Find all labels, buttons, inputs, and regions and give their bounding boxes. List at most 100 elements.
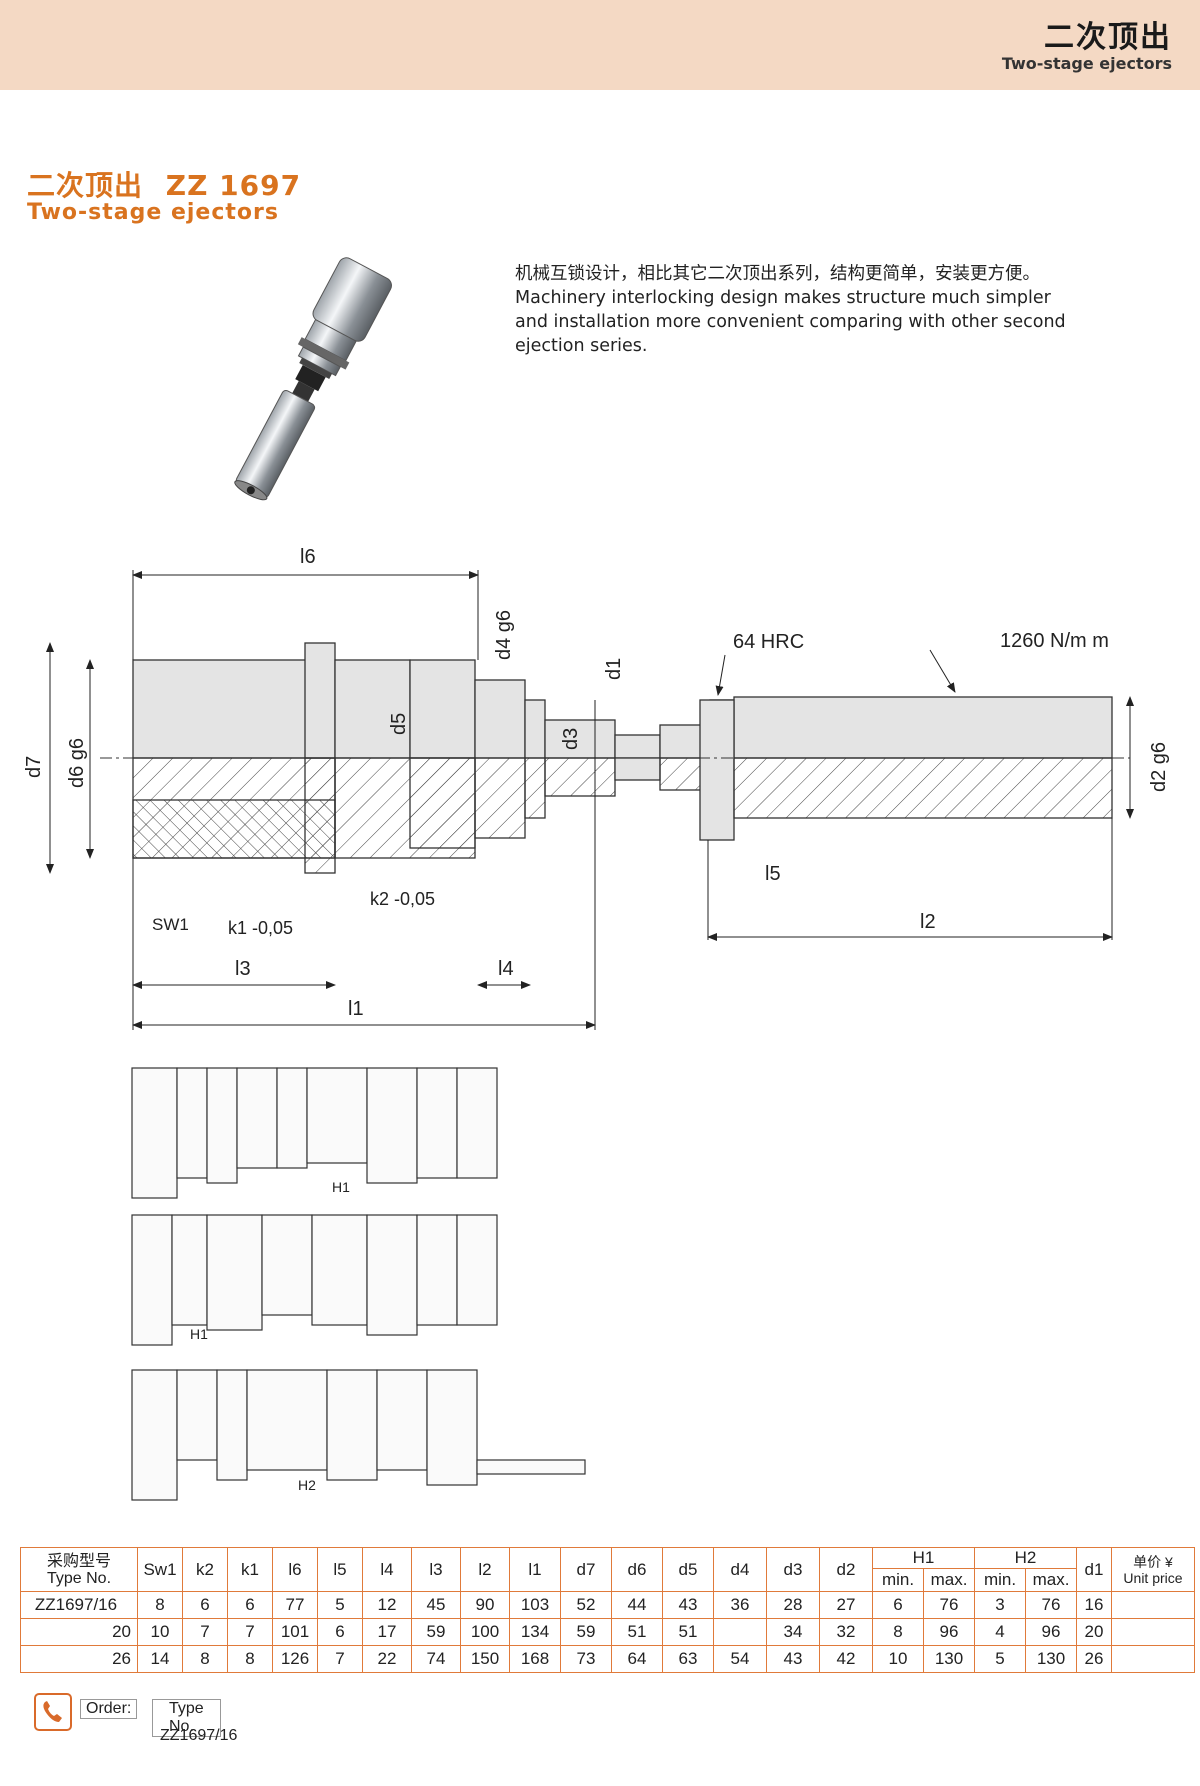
stage-sketches: H1 H1 H2: [131, 1067, 586, 1501]
table-cell: 7: [317, 1645, 363, 1673]
label-hrc: 64 HRC: [733, 631, 804, 653]
description-en-line: Machinery interlocking design makes stru…: [515, 288, 1051, 308]
table-cell: 51: [662, 1618, 714, 1646]
table-cell: 42: [819, 1645, 873, 1673]
dim-k2: k2 -0,05: [370, 889, 435, 909]
table-cell: 32: [819, 1618, 873, 1646]
table-cell: 76: [923, 1591, 975, 1619]
label-force: 1260 N/m m: [1000, 630, 1109, 652]
header-band: 二次顶出 Two-stage ejectors: [0, 0, 1200, 90]
table-cell: 130: [923, 1645, 975, 1673]
table-cell: 5: [974, 1645, 1026, 1673]
table-cell: 51: [611, 1618, 663, 1646]
col-type-en: Type No.: [46, 1569, 112, 1587]
table-cell: 5: [317, 1591, 363, 1619]
dim-d2g6: d2 g6: [1148, 742, 1170, 792]
table-cell: 43: [766, 1645, 820, 1673]
table-cell: 73: [560, 1645, 612, 1673]
col-head: l4: [362, 1547, 412, 1592]
col-head: k1: [227, 1547, 273, 1592]
dim-l6: l6: [300, 546, 316, 568]
table-cell: 96: [1025, 1618, 1077, 1646]
col-type: 采购型号 Type No.: [20, 1547, 138, 1592]
product-code: ZZ 1697: [165, 169, 302, 202]
table-cell: 7: [227, 1618, 273, 1646]
dim-l1: l1: [348, 998, 364, 1020]
col-head: k2: [182, 1547, 228, 1592]
col-h1: H1: [872, 1547, 975, 1569]
order-type-label: Type No.: [152, 1699, 221, 1737]
dim-l3: l3: [235, 958, 251, 980]
table-cell: 100: [460, 1618, 510, 1646]
table-cell: [713, 1618, 767, 1646]
col-head: d5: [662, 1547, 714, 1592]
table-cell: 12: [362, 1591, 412, 1619]
table-cell: [1111, 1618, 1195, 1646]
table-cell: 96: [923, 1618, 975, 1646]
table-cell: 22: [362, 1645, 412, 1673]
table-cell: 63: [662, 1645, 714, 1673]
dim-l4: l4: [498, 958, 514, 980]
table-cell: 34: [766, 1618, 820, 1646]
dim-h1-stage1: H1: [332, 1179, 350, 1195]
header-title-en: Two-stage ejectors: [1001, 54, 1172, 73]
dim-d1: d1: [603, 658, 625, 680]
table-cell: 6: [872, 1591, 924, 1619]
order-example: ZZ1697/16: [160, 1727, 238, 1744]
table-cell: 10: [872, 1645, 924, 1673]
dim-d3: d3: [560, 728, 582, 750]
table-cell: 54: [713, 1645, 767, 1673]
table-cell: 20: [1076, 1618, 1112, 1646]
dim-l2: l2: [920, 911, 936, 933]
phone-icon: [34, 1693, 72, 1731]
col-d1: d1: [1076, 1547, 1112, 1592]
header-title-cn: 二次顶出: [1044, 20, 1172, 55]
col-price-cn: 单价 ¥: [1133, 1553, 1173, 1570]
table-header-row: 采购型号 Type No. Sw1 k2 k1 l6 l5 l4 l3 l2 l…: [20, 1547, 1195, 1592]
description-en-line: and installation more convenient compari…: [515, 312, 1066, 332]
table-cell: 126: [272, 1645, 318, 1673]
col-head: l3: [411, 1547, 461, 1592]
table-cell: 45: [411, 1591, 461, 1619]
table-cell: 168: [509, 1645, 561, 1673]
table-cell: 20: [20, 1618, 138, 1646]
description-en-line: ejection series.: [515, 336, 648, 356]
table-cell: [1111, 1645, 1195, 1673]
table-cell: 134: [509, 1618, 561, 1646]
col-head: d4: [713, 1547, 767, 1592]
table-cell: 59: [560, 1618, 612, 1646]
table-cell: 77: [272, 1591, 318, 1619]
table-cell: 36: [713, 1591, 767, 1619]
table-cell: 16: [1076, 1591, 1112, 1619]
dim-d4g6: d4 g6: [493, 610, 515, 660]
col-h2-min: min.: [974, 1568, 1026, 1592]
product-photo: [234, 257, 392, 501]
dim-d6g6: d6 g6: [66, 738, 88, 788]
table-cell: 103: [509, 1591, 561, 1619]
table-cell: 52: [560, 1591, 612, 1619]
technical-drawing: l6 d4 g6 d1 64 HRC 1260 N/m m d5 d3 d7 d…: [23, 546, 1170, 1030]
col-h1-min: min.: [872, 1568, 924, 1592]
description: 机械互锁设计，相比其它二次顶出系列，结构更简单，安装更方便。 Machinery…: [515, 262, 1145, 358]
col-price: 单价 ¥ Unit price: [1111, 1547, 1195, 1592]
col-h2-max: max.: [1025, 1568, 1077, 1592]
dim-k1: k1 -0,05: [228, 918, 293, 938]
dim-d7: d7: [23, 756, 45, 778]
table-cell: 3: [974, 1591, 1026, 1619]
table-cell: 130: [1025, 1645, 1077, 1673]
col-head: l1: [509, 1547, 561, 1592]
table-cell: 14: [137, 1645, 183, 1673]
col-type-cn: 采购型号: [46, 1552, 111, 1570]
table-cell: 8: [137, 1591, 183, 1619]
dim-h1-stage2: H1: [190, 1326, 208, 1342]
dim-h2-stage3: H2: [298, 1477, 316, 1493]
spec-table: 采购型号 Type No. Sw1 k2 k1 l6 l5 l4 l3 l2 l…: [20, 1547, 1195, 1673]
dim-l5: l5: [765, 863, 781, 885]
col-head: l2: [460, 1547, 510, 1592]
col-head: d6: [611, 1547, 663, 1592]
table-cell: 90: [460, 1591, 510, 1619]
